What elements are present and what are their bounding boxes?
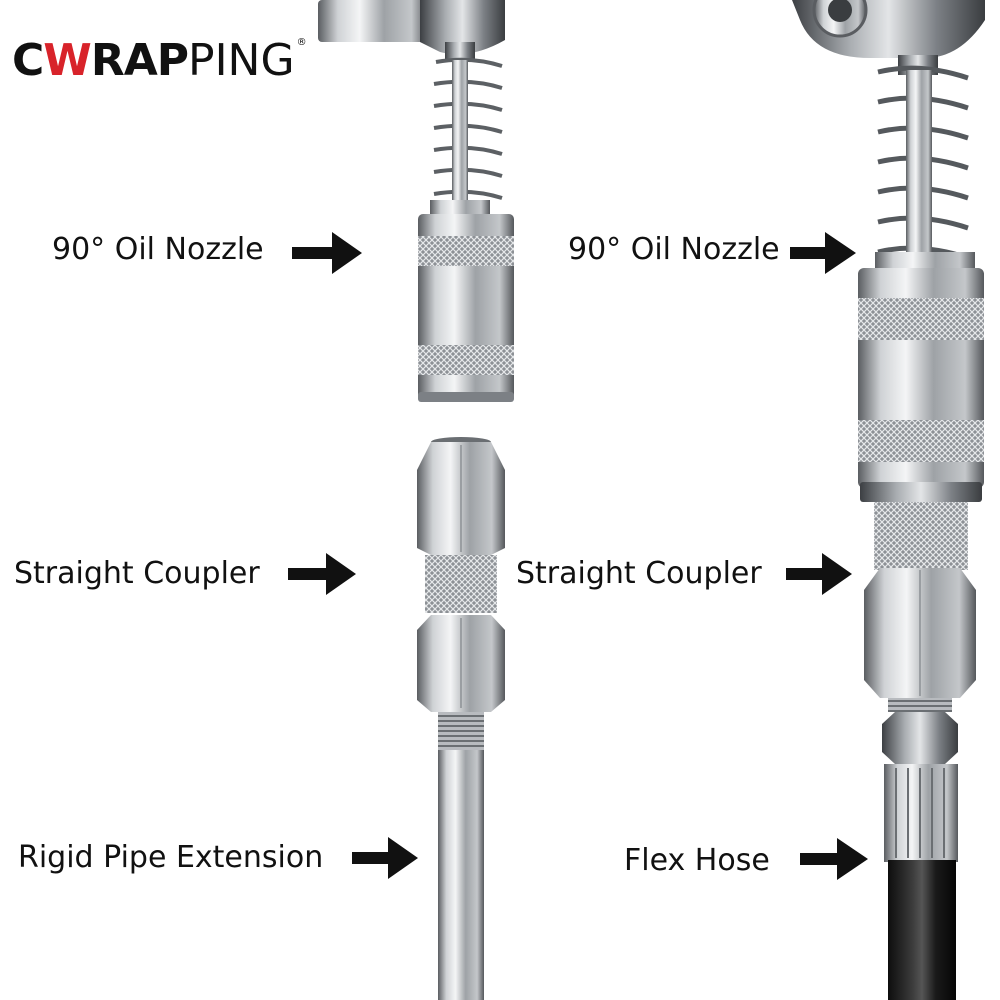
arrow-right-icon <box>292 232 362 274</box>
logo-bold-text: CWRAP <box>12 35 189 86</box>
label-right-coupler: Straight Coupler <box>516 556 762 591</box>
arrow-right-icon <box>288 553 356 595</box>
label-left-coupler: Straight Coupler <box>14 556 260 591</box>
label-left-nozzle: 90° Oil Nozzle <box>52 232 264 267</box>
arrow-right-icon <box>786 553 852 595</box>
label-right-hose: Flex Hose <box>624 843 770 878</box>
arrow-right-icon <box>790 232 856 274</box>
arrow-right-icon <box>352 837 418 879</box>
label-right-nozzle: 90° Oil Nozzle <box>568 232 780 267</box>
label-left-pipe: Rigid Pipe Extension <box>18 840 324 875</box>
left-assembly <box>315 0 514 1000</box>
arrow-right-icon <box>800 838 868 880</box>
registered-mark: ® <box>296 37 307 48</box>
logo-thin-text: PING <box>188 35 295 86</box>
right-assembly <box>792 0 985 1000</box>
